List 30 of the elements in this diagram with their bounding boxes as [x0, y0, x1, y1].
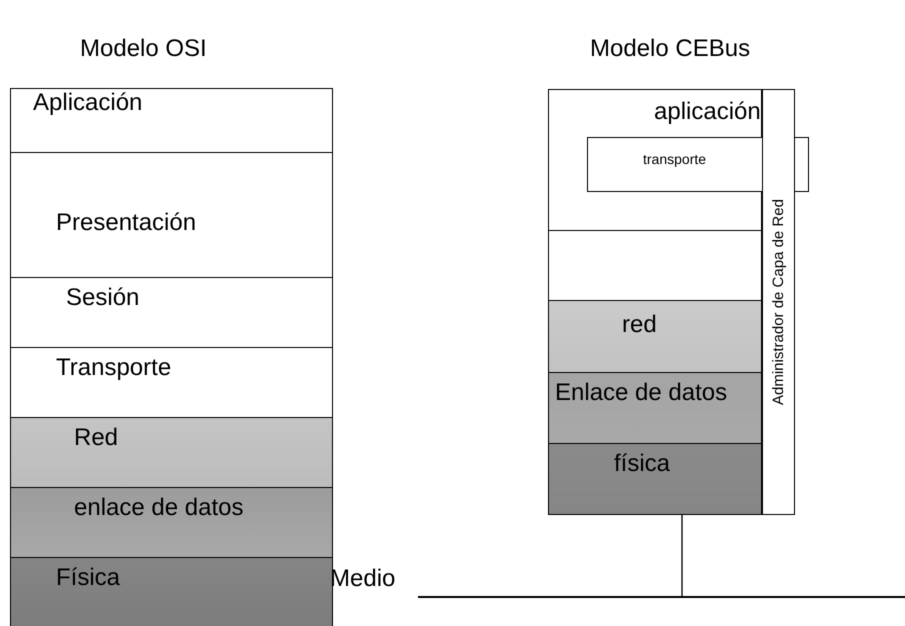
layer-label: Transporte [56, 354, 172, 382]
layer-label: Administrador de Capa de Red [770, 198, 787, 407]
connector-line [681, 515, 683, 596]
layer-box [10, 347, 333, 418]
layer-box [10, 277, 333, 348]
layer-box [10, 557, 333, 626]
layer-label: Presentación [56, 209, 196, 237]
layer-label: aplicación [654, 98, 761, 126]
layer-label: Sesión [66, 284, 140, 312]
layer-label: física [614, 450, 670, 478]
layer-box [10, 152, 333, 278]
layer-box [548, 300, 762, 373]
layer-label: Aplicación [33, 89, 142, 117]
layer-box [10, 417, 333, 488]
model-title: Modelo CEBus [590, 35, 750, 63]
layer-box [548, 372, 762, 444]
side-panel [762, 89, 795, 515]
medium-label: Medio [330, 565, 396, 593]
medium-line [418, 596, 905, 598]
layer-label: Enlace de datos [555, 379, 728, 407]
model-title: Modelo OSI [80, 35, 207, 63]
layer-label: Red [74, 424, 118, 452]
layer-label: red [622, 311, 657, 339]
layer-label: transporte [643, 151, 706, 167]
layer-box [548, 443, 762, 515]
layer-label: Física [56, 564, 120, 592]
empty-layer-box [548, 230, 762, 301]
layer-label: enlace de datos [74, 494, 244, 522]
layer-box [10, 88, 333, 153]
layer-box [10, 487, 333, 558]
